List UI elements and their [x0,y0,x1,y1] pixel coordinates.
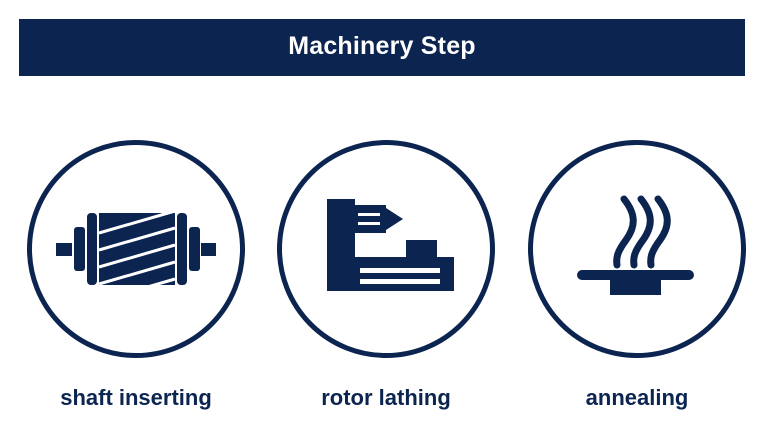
lathe-machine-icon [327,199,454,291]
icon-circle [27,140,245,358]
page-title: Machinery Step [288,32,476,60]
icon-circle [528,140,746,358]
step-label: shaft inserting [60,385,212,410]
header-banner: Machinery Step [19,19,745,76]
step-label: annealing [585,385,689,410]
heat-plate-icon [577,195,694,295]
step-annealing: annealing [528,140,746,410]
step-shaft-inserting: shaft inserting [27,140,245,410]
step-label: rotor lathing [321,385,451,410]
icon-circle [277,140,495,358]
step-rotor-lathing: rotor lathing [277,140,495,410]
motor-rotor-icon [56,209,216,297]
